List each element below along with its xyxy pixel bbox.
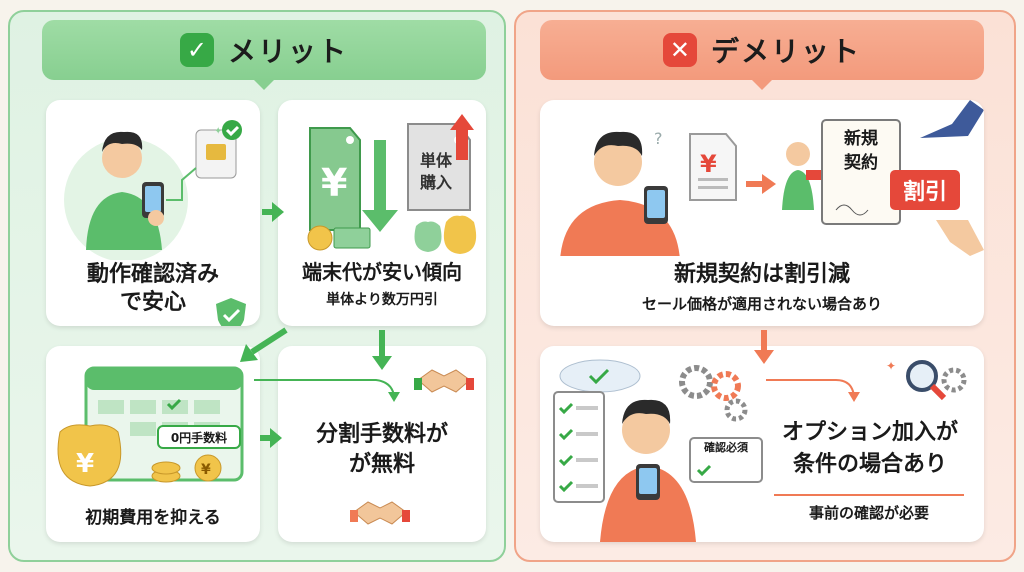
- confirm-required-note: 確認必須: [704, 441, 748, 454]
- shield-check-icon: [216, 298, 246, 326]
- cheap-device-title: 端末代が安い傾向: [302, 260, 462, 284]
- demerit-card-discount-reduced: ? ¥ 新規 契約 割引 新規契約は割引減 セール価格が適用されない場合あり: [540, 100, 984, 326]
- contract-illustration: ? ¥: [560, 100, 984, 256]
- handshake-icon: [414, 369, 474, 393]
- merit-title: メリット: [227, 35, 348, 68]
- cheap-device-sub: 単体より数万円引: [326, 292, 438, 308]
- merit-card-verified: ✦ 動作確認済み で安心: [46, 100, 260, 326]
- option-checklist-illustration: ✦: [553, 359, 967, 542]
- merit-card-cheap-device: ¥ 単体 購入 端末代が安い傾向 単体より数万円引: [278, 100, 486, 326]
- svg-text:¥: ¥: [76, 449, 94, 479]
- header-pointer: [254, 80, 274, 90]
- discount-stamp: 割引: [902, 180, 947, 205]
- option-title-line1: オプション加入が: [781, 420, 958, 445]
- svg-text:✦: ✦: [886, 359, 896, 373]
- installment-title-line2: が無料: [348, 452, 415, 477]
- contract-doc-line2: 契約: [844, 153, 878, 173]
- x-icon: ✕: [662, 33, 697, 67]
- option-sub: 事前の確認が必要: [808, 504, 929, 522]
- merit-card-initial-cost: ¥ ¥ 0円手数料 初期費用を抑える: [46, 346, 260, 542]
- calendar-money-illustration: ¥ ¥: [57, 366, 244, 487]
- verified-phone-illustration: ✦: [64, 120, 242, 260]
- check-icon: ✓: [179, 33, 214, 67]
- verified-title-line2: で安心: [119, 290, 186, 315]
- tag-text-2: 購入: [419, 173, 452, 192]
- demerit-card-option-required: ✦ 確認必須 オプション加入が 条件の場合あり 事前の確認が必要: [540, 346, 984, 542]
- installment-title-line1: 分割手数料が: [315, 422, 448, 447]
- tag-text-1: 単体: [420, 151, 453, 170]
- header-pointer: [752, 80, 772, 90]
- merit-card-installment-free: 分割手数料が が無料: [278, 346, 486, 542]
- discount-reduced-sub: セール価格が適用されない場合あり: [641, 295, 882, 313]
- verified-title-line1: 動作確認済み: [86, 262, 219, 287]
- price-tag-illustration: ¥ 単体 購入: [307, 114, 477, 254]
- zero-fee-badge: 0円手数料: [170, 430, 228, 445]
- svg-text:¥: ¥: [201, 462, 211, 478]
- option-title-line2: 条件の場合あり: [792, 452, 947, 477]
- svg-text:¥: ¥: [700, 150, 717, 178]
- demerit-title: デメリット: [710, 35, 861, 68]
- contract-doc-line1: 新規: [844, 129, 878, 149]
- initial-cost-title: 初期費用を抑える: [85, 508, 221, 528]
- svg-text:?: ?: [654, 129, 663, 148]
- yen-symbol: ¥: [321, 161, 347, 205]
- demerit-header: ✕ デメリット: [540, 20, 984, 90]
- svg-text:✦: ✦: [214, 126, 222, 137]
- discount-reduced-title: 新規契約は割引減: [673, 262, 850, 287]
- merit-header: ✓ メリット: [42, 20, 486, 90]
- handshake-icon-bottom: [350, 501, 410, 525]
